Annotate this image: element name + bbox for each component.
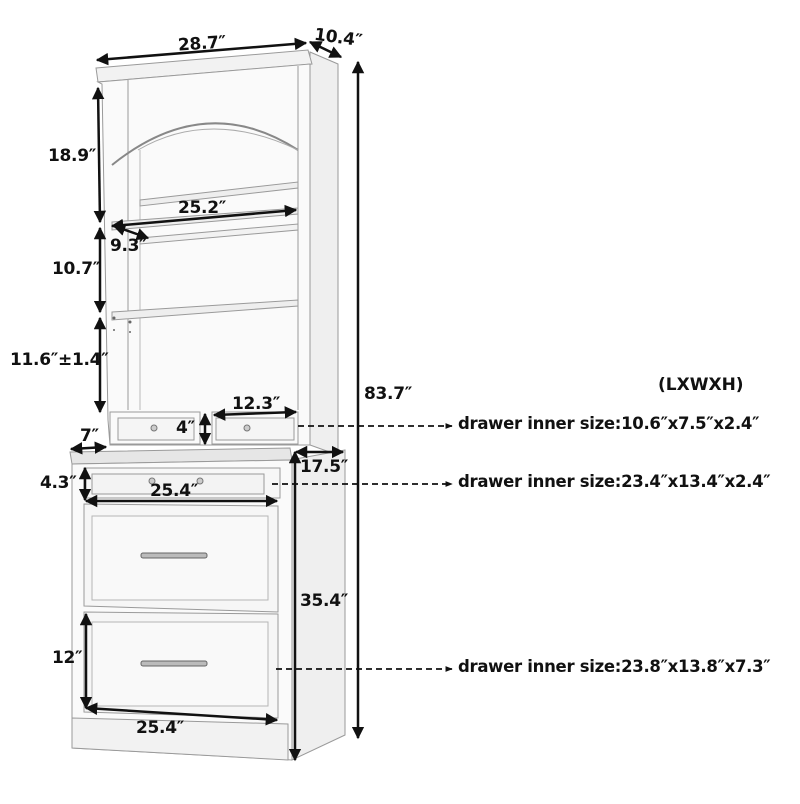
adjustable-shelf bbox=[111, 299, 299, 321]
hutch-arch-inner bbox=[137, 128, 299, 151]
middle-drawer-handle bbox=[140, 552, 208, 559]
leader-lines bbox=[272, 423, 453, 672]
shelf-1 bbox=[139, 181, 299, 207]
label-shelf-width: 25.2″ bbox=[178, 198, 227, 218]
small-drawer-left-knob bbox=[150, 424, 158, 432]
label-top-drawer-height: 4.3″ bbox=[40, 473, 77, 493]
label-overall-height: 83.7″ bbox=[364, 384, 413, 404]
label-adjustable-shelf-height: 11.6″±1.4″ bbox=[10, 350, 109, 370]
drawer-note-top: drawer inner size:23.4″x13.4″x2.4″ bbox=[458, 472, 771, 491]
small-drawer-right-knob bbox=[243, 424, 251, 432]
label-small-drawer-width: 12.3″ bbox=[232, 394, 281, 414]
dim-line-overall-depth bbox=[308, 40, 343, 59]
label-small-drawer-height: 4″ bbox=[176, 418, 195, 438]
dim-line-overall-width bbox=[95, 37, 308, 66]
dim-line-bottom-drawer-width bbox=[84, 702, 279, 726]
label-top-drawer-width: 25.4″ bbox=[150, 481, 199, 501]
label-base-height: 35.4″ bbox=[300, 591, 349, 611]
label-hutch-setback: 7″ bbox=[80, 426, 99, 446]
dim-line-small-drawer-width bbox=[212, 406, 298, 421]
dim-line-top-section bbox=[91, 86, 107, 224]
unit-legend: (LXWXH) bbox=[658, 375, 744, 395]
bottom-drawer-handle bbox=[140, 660, 208, 667]
label-bottom-drawer-width: 25.4″ bbox=[136, 718, 185, 738]
label-bottom-drawer-height: 12″ bbox=[52, 648, 83, 668]
upper-hutch bbox=[95, 49, 339, 456]
label-top-section-height: 18.9″ bbox=[48, 146, 97, 166]
hutch-side-panel bbox=[309, 51, 339, 456]
dim-line-shelf-depth bbox=[112, 223, 150, 241]
drawer-note-bottom: drawer inner size:23.8″x13.8″x7.3″ bbox=[458, 657, 771, 676]
label-middle-shelf-height: 10.7″ bbox=[52, 259, 101, 279]
hutch-arch bbox=[111, 122, 299, 166]
label-overall-width: 28.7″ bbox=[177, 32, 227, 56]
hutch-front bbox=[96, 63, 311, 446]
label-shelf-depth: 9.3″ bbox=[110, 236, 147, 256]
dimension-lines bbox=[69, 37, 365, 762]
label-base-depth: 17.5″ bbox=[300, 457, 349, 477]
dim-line-shelf-width bbox=[110, 204, 298, 232]
base-cabinet bbox=[69, 447, 346, 761]
drawer-note-small: drawer inner size:10.6″x7.5″x2.4″ bbox=[458, 414, 760, 433]
dim-line-hutch-setback bbox=[69, 441, 108, 455]
